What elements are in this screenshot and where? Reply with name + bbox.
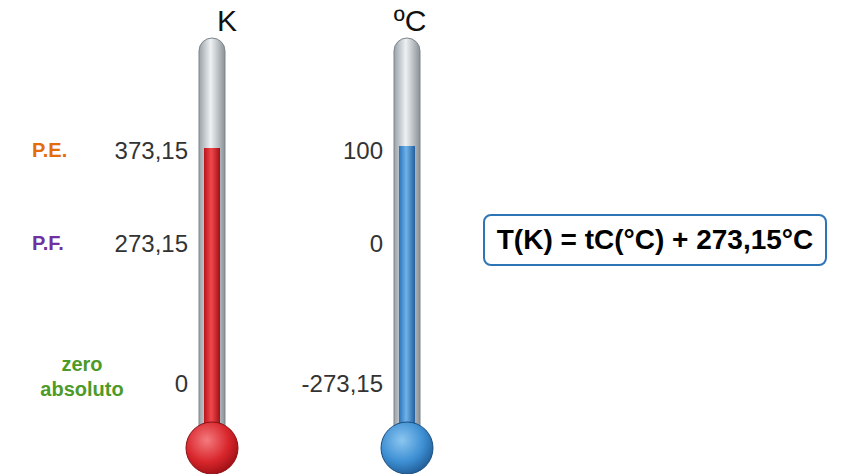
- formula-text: T(K) = tC(°C) + 273,15°C: [497, 224, 813, 256]
- unit-heading: ºC: [394, 6, 427, 36]
- freezing-point-tag: P.F.: [32, 233, 64, 253]
- scale-value: -273,15: [302, 372, 383, 396]
- kelvin-thermometer: [186, 38, 238, 474]
- scale-value: 373,15: [115, 139, 188, 163]
- scale-value: 0: [370, 232, 383, 256]
- scale-value: 100: [343, 139, 383, 163]
- formula-box: T(K) = tC(°C) + 273,15°C: [483, 214, 827, 266]
- absolute-zero-tag: zero absoluto: [36, 352, 128, 402]
- celsius-thermometer: [381, 38, 433, 474]
- scale-value: 0: [175, 372, 188, 396]
- boiling-point-tag: P.E.: [32, 140, 67, 160]
- unit-heading: K: [217, 6, 237, 36]
- scale-value: 273,15: [115, 232, 188, 256]
